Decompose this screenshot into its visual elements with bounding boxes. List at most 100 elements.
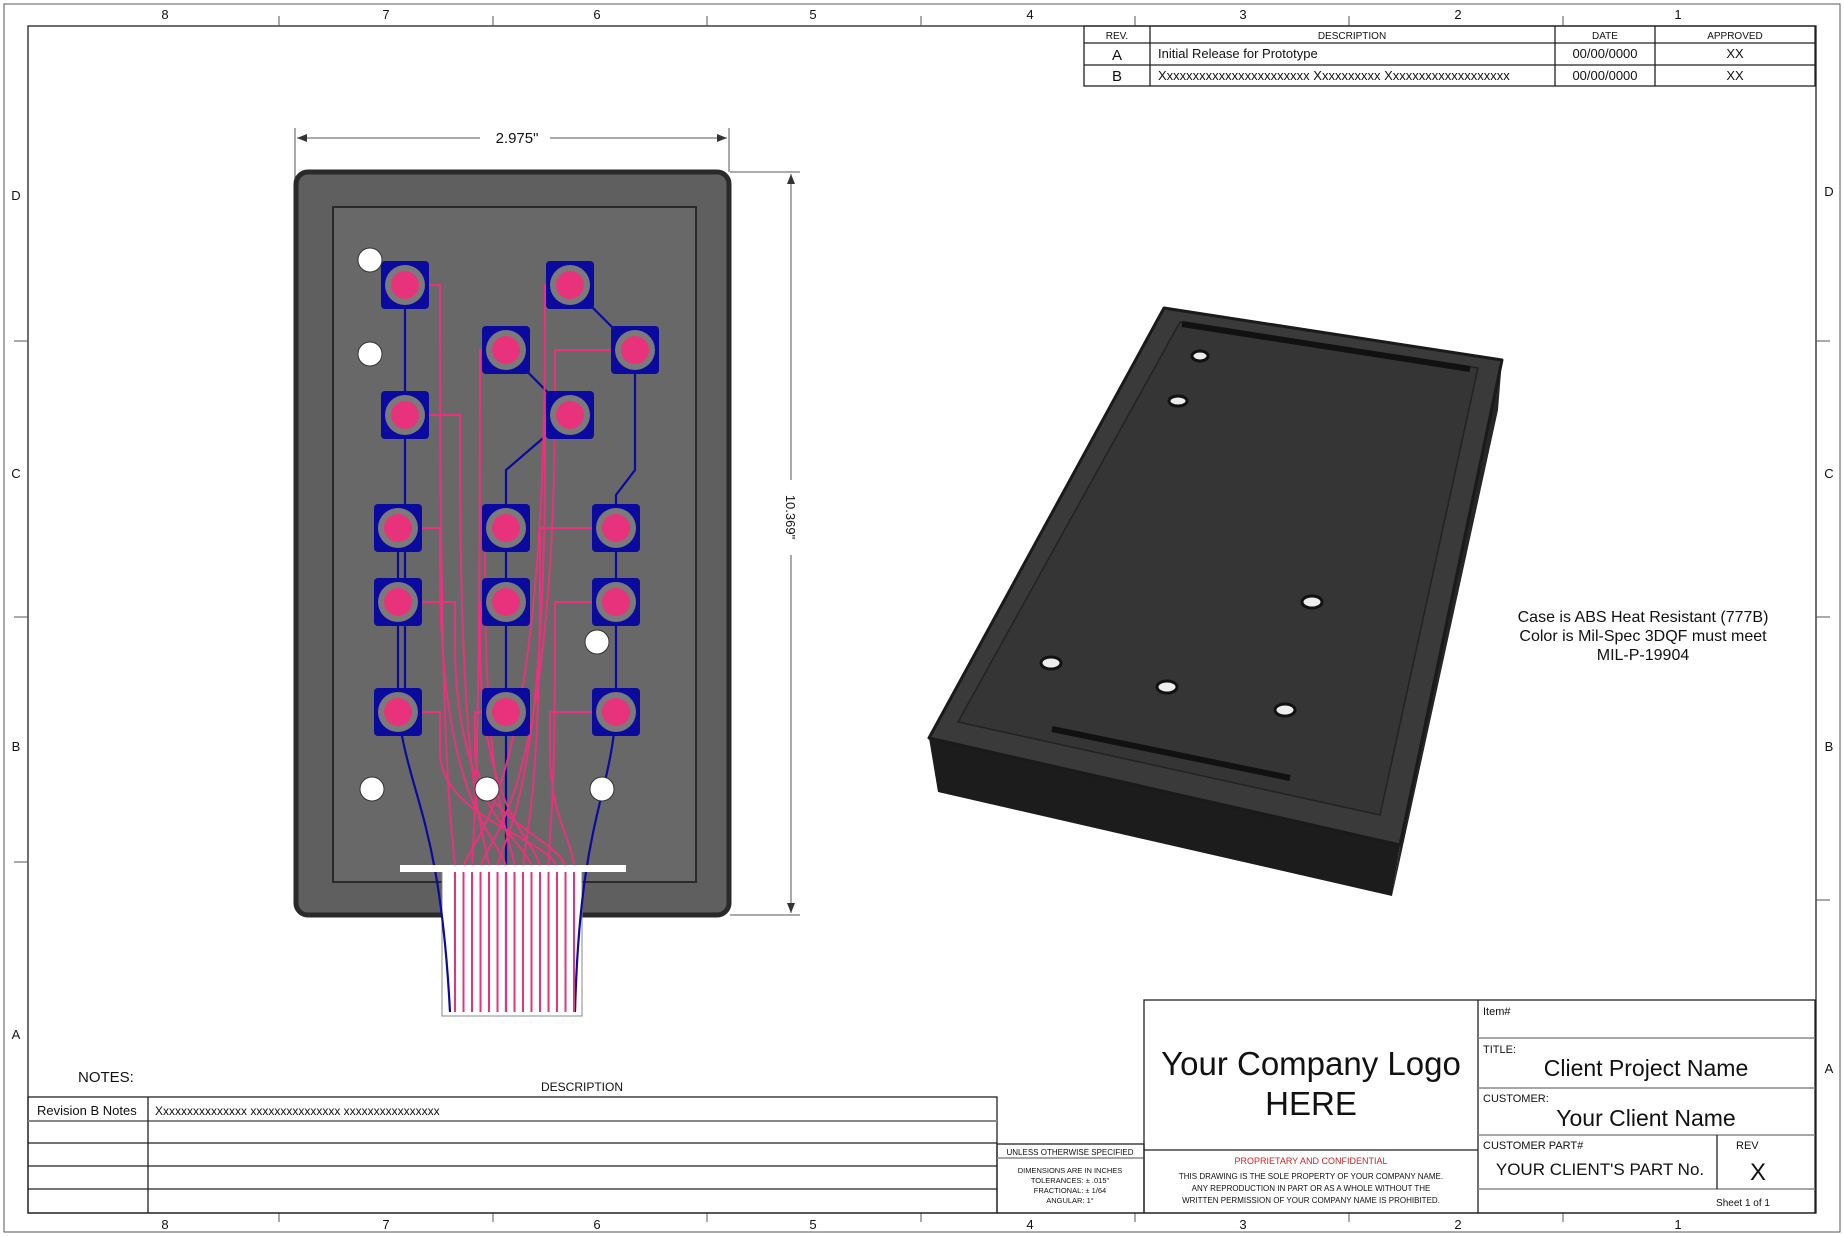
- zone-column-bottom: 5: [809, 1217, 816, 1232]
- circuit-trace-pink: [398, 601, 533, 1012]
- item-label: Item#: [1483, 1006, 1511, 1018]
- mounting-hole: [1155, 679, 1179, 695]
- top-slot: [1181, 321, 1471, 372]
- width-dimension: 2.975": [496, 130, 539, 147]
- zone-row-right: C: [1824, 466, 1833, 481]
- circuit-trace-pink: [405, 284, 456, 1012]
- mounting-hole: [589, 776, 615, 802]
- zone-row-left: C: [11, 466, 20, 481]
- material-note: Case is ABS Heat Resistant (777B) Color …: [1518, 609, 1769, 664]
- title-block: Your Company Logo HERE PROPRIETARY AND C…: [1143, 999, 1816, 1214]
- project-title: Client Project Name: [1544, 1055, 1749, 1081]
- keypad-button: [381, 261, 429, 309]
- material-note-line: Color is Mil-Spec 3DQF must meet: [1519, 628, 1767, 645]
- customer-label: CUSTOMER:: [1483, 1093, 1549, 1105]
- proprietary-line: THIS DRAWING IS THE SOLE PROPERTY OF YOU…: [1179, 1172, 1443, 1181]
- circuit-trace-pink: [479, 601, 541, 1012]
- keypad-button: [592, 688, 640, 736]
- outer-border: [3, 3, 1841, 1233]
- zone-column-top: 5: [809, 7, 816, 22]
- mounting-hole: [359, 776, 385, 802]
- zone-column-top: 7: [382, 7, 389, 22]
- keypad-button: [546, 261, 594, 309]
- circuit-trace-pink: [479, 349, 635, 1012]
- approved-header: APPROVED: [1707, 31, 1763, 42]
- zone-column-top: 8: [161, 7, 168, 22]
- notes-row-text: Xxxxxxxxxxxxxxx xxxxxxxxxxxxxxx xxxxxxxx…: [155, 1104, 440, 1118]
- rev-b-approved: XX: [1726, 68, 1744, 83]
- rev-a-description: Initial Release for Prototype: [1158, 46, 1318, 61]
- flex-tail: [441, 867, 583, 1017]
- circuit-trace-pink: [496, 414, 570, 1012]
- tolerance-header: UNLESS OTHERWISE SPECIFIED: [1007, 1148, 1134, 1157]
- zone-column-top: 6: [593, 7, 600, 22]
- rev-value: X: [1750, 1159, 1766, 1186]
- case-isometric-view: [927, 306, 1504, 896]
- keypad-front-view: 2.975" 10.369": [293, 128, 800, 1017]
- mounting-hole: [1300, 594, 1324, 610]
- rev-a-date: 00/00/0000: [1572, 46, 1637, 61]
- circuit-trace-pink: [405, 414, 490, 1012]
- zone-row-right: A: [1825, 1061, 1834, 1076]
- keypad-button: [482, 578, 530, 626]
- material-note-line: MIL-P-19904: [1597, 647, 1690, 664]
- notes-table: NOTES: DESCRIPTION Revision B Notes Xxxx…: [27, 1069, 998, 1214]
- keypad-button: [611, 326, 659, 374]
- zone-row-left: D: [11, 188, 20, 203]
- zone-column-top: 1: [1674, 7, 1681, 22]
- mounting-hole: [584, 629, 610, 655]
- company-logo-placeholder-line2: HERE: [1265, 1085, 1357, 1122]
- description-header: DESCRIPTION: [1318, 31, 1386, 42]
- zone-row-left: B: [12, 739, 21, 754]
- circuit-trace-pink: [549, 711, 616, 1012]
- zone-column-bottom: 8: [161, 1217, 168, 1232]
- keypad-button: [374, 504, 422, 552]
- zone-row-left: A: [12, 1027, 21, 1042]
- keypad-button: [546, 391, 594, 439]
- bottom-slot: [1051, 726, 1291, 781]
- zone-row-right: D: [1824, 184, 1833, 199]
- zone-column-bottom: 6: [593, 1217, 600, 1232]
- circuit-trace-pink: [471, 349, 506, 1012]
- material-note-line: Case is ABS Heat Resistant (777B): [1518, 609, 1769, 626]
- keypad-button: [482, 326, 530, 374]
- rev-b: B: [1112, 68, 1122, 85]
- rev-header: REV.: [1106, 31, 1128, 42]
- zone-column-top: 3: [1239, 7, 1246, 22]
- proprietary-line: ANY REPRODUCTION IN PART OR AS A WHOLE W…: [1192, 1184, 1431, 1193]
- zone-column-bottom: 4: [1026, 1217, 1033, 1232]
- sheet-number: Sheet 1 of 1: [1716, 1198, 1770, 1209]
- zone-column-bottom: 3: [1239, 1217, 1246, 1232]
- circuit-trace-pink: [474, 711, 567, 1012]
- rev-a: A: [1112, 47, 1122, 64]
- customer-part-number: YOUR CLIENT'S PART No.: [1496, 1160, 1704, 1179]
- zone-column-bottom: 2: [1454, 1217, 1461, 1232]
- mounting-hole: [1167, 394, 1189, 408]
- notes-title: NOTES:: [78, 1069, 134, 1086]
- circuit-trace-pink: [547, 601, 616, 1012]
- customer-name: Your Client Name: [1556, 1105, 1735, 1131]
- mounting-hole: [357, 341, 383, 367]
- zone-column-bottom: 1: [1674, 1217, 1681, 1232]
- mounting-hole: [1273, 702, 1297, 718]
- keypad-button: [482, 688, 530, 736]
- mounting-hole: [1039, 655, 1063, 671]
- notes-row-label: Revision B Notes: [37, 1103, 137, 1118]
- tolerance-block: UNLESS OTHERWISE SPECIFIED DIMENSIONS AR…: [996, 1143, 1145, 1214]
- keypad-button: [374, 578, 422, 626]
- zone-column-top: 4: [1026, 7, 1033, 22]
- rev-b-date: 00/00/0000: [1572, 68, 1637, 83]
- keypad-button: [592, 578, 640, 626]
- circuit-trace-blue: [396, 711, 452, 1013]
- tolerance-line: ANGULAR: 1°: [1046, 1196, 1094, 1205]
- rev-a-approved: XX: [1726, 46, 1744, 61]
- height-dimension: 10.369": [783, 495, 798, 540]
- circuit-trace-pink: [398, 527, 507, 1012]
- mounting-hole: [474, 776, 500, 802]
- zone-column-bottom: 7: [382, 1217, 389, 1232]
- keypad-button: [381, 391, 429, 439]
- tolerance-line: TOLERANCES: ± .015": [1031, 1176, 1110, 1185]
- keypad-button: [592, 504, 640, 552]
- company-logo-placeholder: Your Company Logo: [1161, 1045, 1461, 1082]
